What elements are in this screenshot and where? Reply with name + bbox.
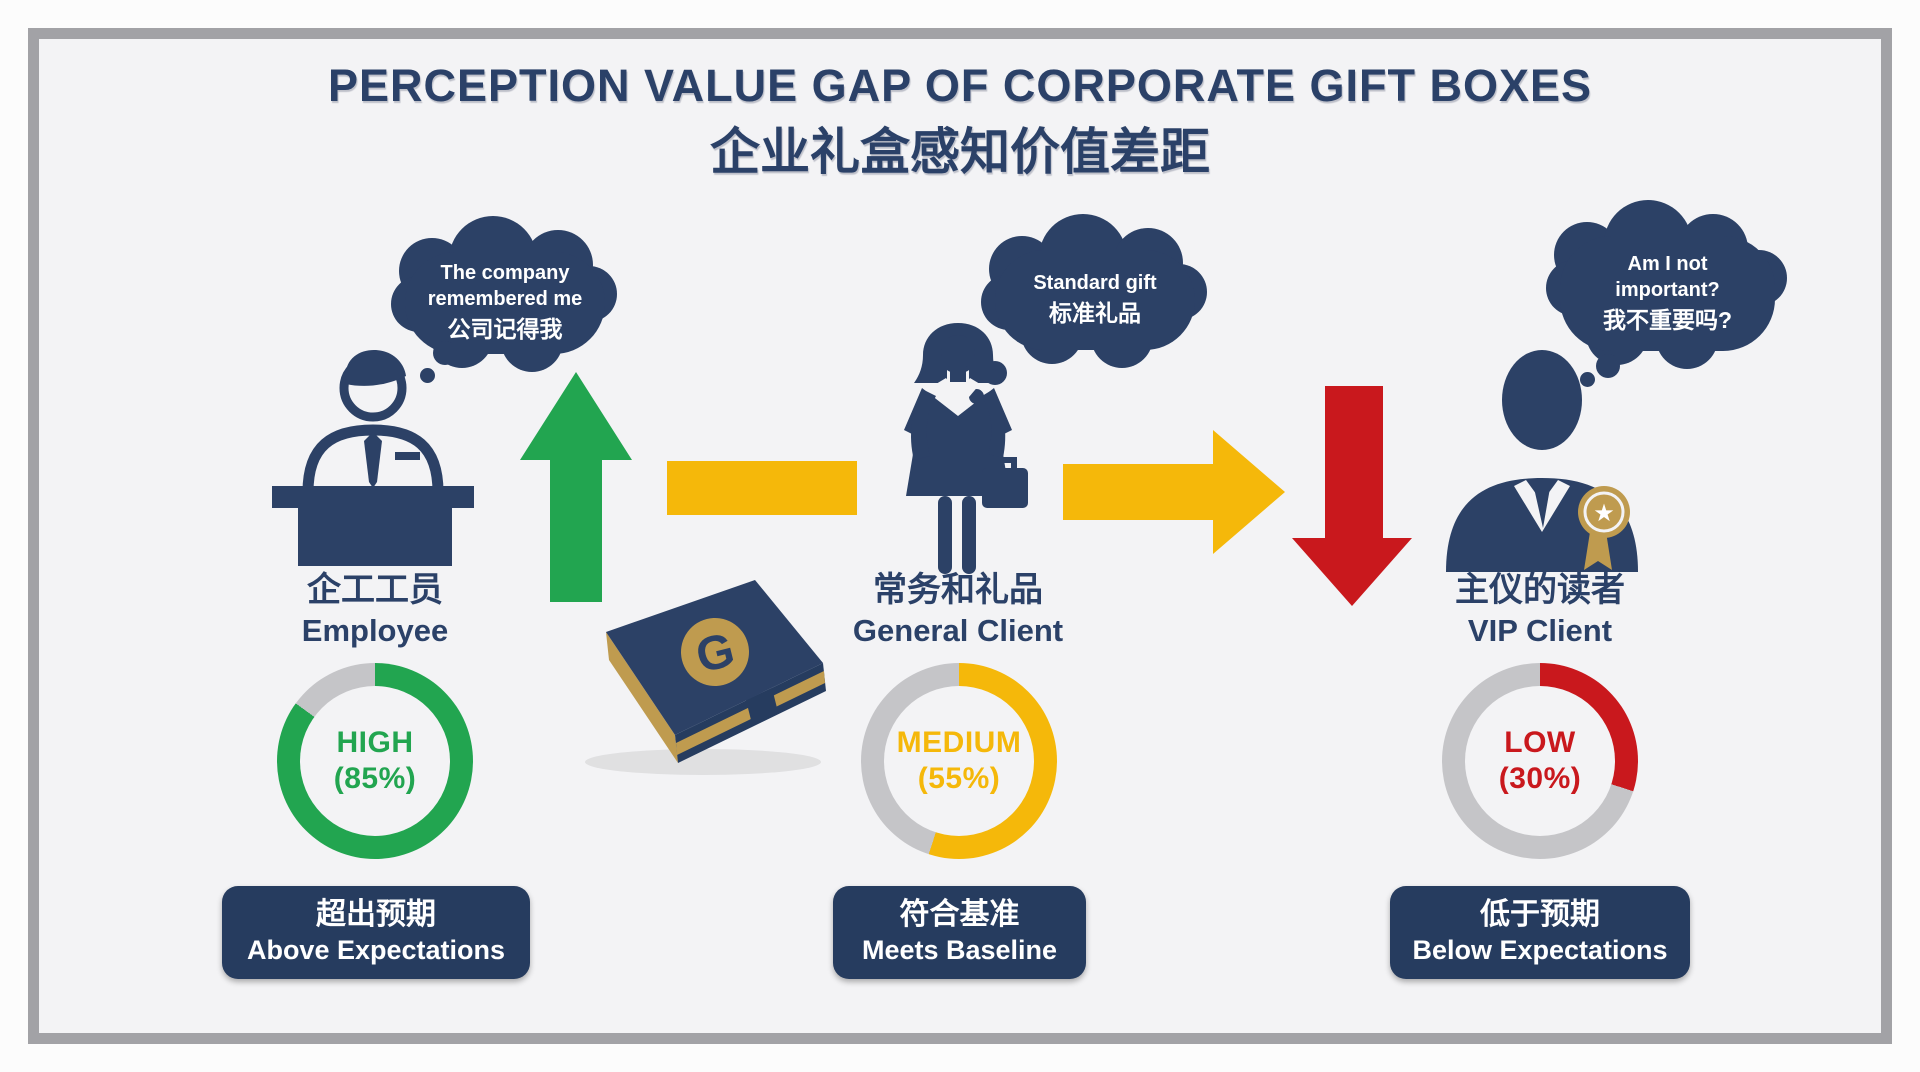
up-arrow-shape bbox=[520, 372, 632, 602]
score-level: LOW bbox=[1504, 726, 1576, 759]
bubble-tail-dot bbox=[1596, 354, 1620, 378]
score-level: MEDIUM bbox=[896, 726, 1022, 759]
general-client-icon bbox=[904, 323, 1028, 574]
rosette-ring bbox=[1583, 491, 1625, 533]
thought-line: Standard gift bbox=[1033, 272, 1157, 294]
thought-line: The company bbox=[440, 262, 570, 284]
persona-name-zh: 主仪的读者 bbox=[1455, 571, 1625, 609]
gift-box-left-face bbox=[606, 632, 678, 763]
thought-line: Am I not bbox=[1627, 252, 1708, 275]
award-star-icon: ★ bbox=[1593, 499, 1615, 527]
employee-value-gauge: HIGH (85%) bbox=[277, 663, 473, 859]
up-arrow-icon bbox=[520, 372, 632, 602]
client-head bbox=[941, 335, 975, 369]
client-leg bbox=[962, 496, 976, 574]
score-percent: (30%) bbox=[1498, 762, 1582, 795]
vip-client-outcome-badge: 低于预期 Below Expectations bbox=[1390, 886, 1690, 979]
gift-box-logo: G bbox=[681, 618, 749, 686]
vip-client-name-label: 主仪的读者 VIP Client bbox=[1390, 570, 1690, 649]
employee-thought-bubble: The company remembered me 公司记得我 bbox=[391, 216, 617, 372]
vip-client-icon: ★ bbox=[1446, 350, 1638, 572]
persona-name-en: General Client bbox=[852, 613, 1064, 648]
employee-shoulders bbox=[302, 424, 444, 498]
employee-tie bbox=[364, 432, 382, 488]
badge-text-en: Meets Baseline bbox=[861, 935, 1058, 965]
persona-name-zh: 企工工员 bbox=[307, 571, 443, 609]
client-right-arm bbox=[982, 390, 1006, 458]
gauge-center: MEDIUM (55%) bbox=[884, 686, 1034, 836]
down-arrow-icon bbox=[1292, 386, 1412, 606]
vip-tie bbox=[1534, 488, 1550, 528]
score-percent: (85%) bbox=[333, 762, 417, 795]
thought-line: 我不重要吗? bbox=[1602, 306, 1733, 333]
gift-box-shadow bbox=[585, 749, 821, 775]
thought-text: The company remembered me 公司记得我 bbox=[405, 244, 605, 360]
thought-text: Standard gift 标准礼品 bbox=[995, 242, 1195, 356]
badge-text-zh: 超出预期 bbox=[316, 898, 436, 931]
bubble-body bbox=[405, 252, 605, 354]
thought-line: remembered me bbox=[427, 288, 583, 310]
briefcase-handle bbox=[993, 457, 1017, 468]
badge-text-en: Above Expectations bbox=[246, 935, 506, 965]
thought-text: Am I not important? 我不重要吗? bbox=[1560, 228, 1775, 357]
employee-hair bbox=[345, 350, 406, 386]
badge-text-zh: 低于预期 bbox=[1480, 898, 1600, 931]
down-arrow-shape bbox=[1292, 386, 1412, 606]
employee-desk bbox=[272, 486, 474, 566]
score-percent: (55%) bbox=[917, 762, 1001, 795]
employee-pocket bbox=[395, 452, 420, 460]
client-left-arm bbox=[911, 390, 936, 460]
gift-box-tab bbox=[746, 688, 778, 724]
employee-icon bbox=[272, 350, 474, 566]
bubble-body bbox=[995, 250, 1195, 350]
vip-client-value-gauge: LOW (30%) bbox=[1442, 663, 1638, 859]
right-arrow-shape bbox=[1063, 430, 1285, 554]
score-level: HIGH bbox=[336, 726, 414, 759]
bubble-body bbox=[1560, 236, 1775, 351]
bubble-tail-dot bbox=[433, 341, 457, 365]
employee-outcome-badge: 超出预期 Above Expectations bbox=[222, 886, 530, 979]
page-title-chinese: 企业礼盒感知价值差距 bbox=[710, 124, 1210, 180]
badge-text-zh: 符合基准 bbox=[899, 898, 1020, 931]
briefcase bbox=[982, 468, 1028, 508]
general-client-thought-bubble: Standard gift 标准礼品 bbox=[981, 214, 1207, 368]
bubble-tail-dot bbox=[1580, 372, 1595, 387]
thought-line: 公司记得我 bbox=[447, 316, 563, 342]
logo-circle bbox=[681, 618, 749, 686]
neutral-bar-icon bbox=[667, 461, 857, 515]
badge-text-en: Below Expectations bbox=[1412, 935, 1668, 965]
persona-name-zh: 常务和礼品 bbox=[873, 571, 1043, 609]
client-collar bbox=[936, 378, 980, 410]
gauge-center: LOW (30%) bbox=[1465, 686, 1615, 836]
persona-name-en: Employee bbox=[301, 613, 449, 648]
award-ribbon bbox=[1584, 532, 1612, 570]
general-client-name-label: 常务和礼品 General Client bbox=[808, 570, 1108, 649]
bubble-tail-dot bbox=[420, 368, 435, 383]
gauge-center: HIGH (85%) bbox=[300, 686, 450, 836]
thought-line: important? bbox=[1615, 278, 1720, 301]
right-arrow-icon bbox=[1063, 430, 1285, 554]
client-leg bbox=[938, 496, 952, 574]
employee-name-label: 企工工员 Employee bbox=[225, 570, 525, 649]
general-client-value-gauge: MEDIUM (55%) bbox=[861, 663, 1057, 859]
client-neck bbox=[950, 364, 966, 382]
page-title: PERCEPTION VALUE GAP OF CORPORATE GIFT B… bbox=[327, 60, 1593, 111]
vip-client-thought-bubble: Am I not important? 我不重要吗? bbox=[1546, 200, 1787, 369]
gift-box-illustration: G bbox=[585, 580, 826, 775]
neutral-bar-shape bbox=[667, 461, 857, 515]
persona-name-en: VIP Client bbox=[1467, 613, 1613, 648]
general-client-outcome-badge: 符合基准 Meets Baseline bbox=[833, 886, 1086, 979]
vip-head bbox=[1502, 350, 1582, 450]
thought-line: 标准礼品 bbox=[1049, 300, 1141, 326]
